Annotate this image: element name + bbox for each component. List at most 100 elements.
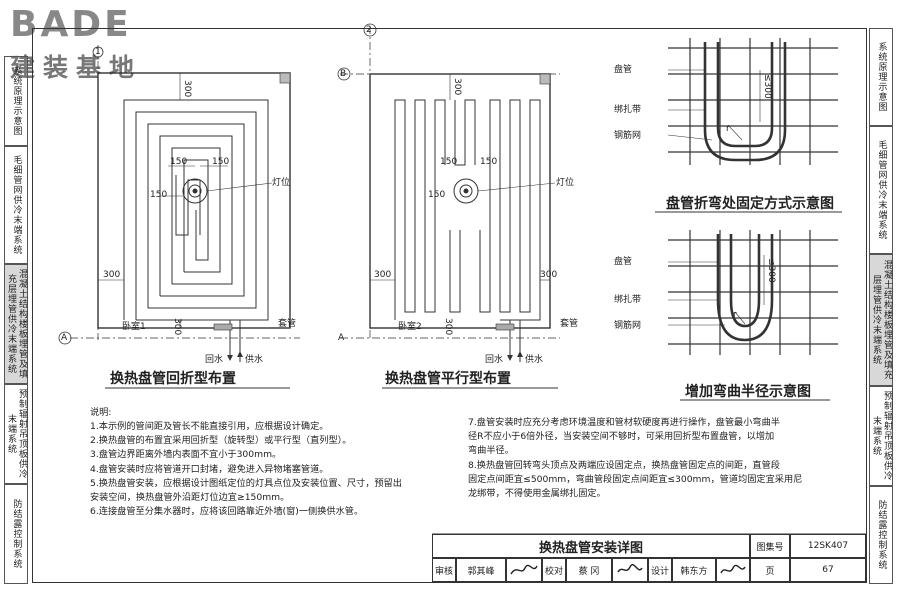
- axis-bubble-a: [58, 331, 72, 345]
- review-signature: [506, 558, 542, 582]
- dim-300-top: 300: [182, 80, 192, 98]
- dim-150-b: 150: [212, 157, 230, 167]
- sidebar-right: 系统原理示意图 毛细管网供冷末端系统 混凝土结构楼板埋管及填充层埋管供冷末端系统…: [869, 28, 895, 584]
- sidebar-right-item-ceiling[interactable]: 预制辐射吊顶板供冷末端系统: [869, 386, 893, 486]
- dim-300-bottom-2: 300: [443, 318, 453, 336]
- supply-label-2: 供水: [525, 355, 544, 365]
- notes-left: 1.本示例的管间距及管长不能直接引用，应根据设计确定。 2.换热盘管的布置宜采用…: [90, 420, 402, 519]
- design-name: 韩东方: [672, 558, 716, 582]
- axis-2-label: 2: [366, 25, 372, 35]
- note-line: 固定点间距宜≤500mm，弯曲管段固定点间距宜≤300mm，管道均固定宜采用尼: [468, 473, 803, 485]
- note-line: 3.盘管边界距离外墙内表面不宜小于300mm。: [90, 449, 282, 461]
- wall-column: [279, 72, 291, 84]
- note-line: 径R不应小于6倍外径，当安装空间不够时，可采用回折型布置盘管，以增加: [468, 431, 775, 443]
- logo: BADE 建装基地: [6, 4, 181, 82]
- fold-coil-label: 盘管: [614, 65, 633, 75]
- sidebar-right-item-dew[interactable]: 防结露控制系统: [869, 486, 893, 584]
- drawing-title: 换热盘管安装详图: [432, 534, 750, 558]
- detail-bend-radius: [668, 230, 838, 355]
- axis-a2-label: A: [338, 333, 345, 343]
- sidebar-left-item-capillary[interactable]: 毛细管网供冷末端系统: [4, 146, 28, 264]
- sidebar-right-item-capillary[interactable]: 毛细管网供冷末端系统: [869, 126, 893, 254]
- room-label-2: 卧室2: [398, 322, 422, 332]
- dim-150-c: 150: [150, 190, 168, 200]
- sidebar-left: 系统原理示意图 毛细管网供冷末端系统 混凝土结构楼板埋管及填充层埋管供冷末端系统…: [4, 28, 30, 584]
- sidebar-left-item-principle[interactable]: 系统原理示意图: [4, 56, 28, 146]
- notes-right: 7.盘管安装时应充分考虑环境温度和管材软硬度再进行操作，盘管最小弯曲半 径R不应…: [468, 416, 802, 501]
- sidebar-left-item-embedded[interactable]: 混凝土结构楼板埋管及填充层埋管供冷末端系统: [4, 264, 28, 384]
- coil-fold: [703, 42, 787, 162]
- sleeve-label: 套管: [278, 319, 297, 329]
- radius-tie-label: 绑扎带: [614, 295, 642, 305]
- title-parallel: 换热盘管平行型布置: [385, 371, 511, 387]
- check-signature: [612, 558, 648, 582]
- note-line: 龙绑带，不得使用金属绑扎固定。: [468, 488, 606, 500]
- fold-dim-label: ≤300: [762, 74, 772, 99]
- light-label: 灯位: [272, 178, 291, 188]
- note-line: 2.换热盘管的布置宜采用回折型（旋转型）或平行型（直列型）。: [90, 435, 352, 447]
- fold-r-label: r: [726, 124, 730, 134]
- design-label: 设计: [648, 558, 672, 582]
- check-label: 校对: [542, 558, 566, 582]
- note-line: 4.盘管安装时应将管道开口封堵，避免进入异物堵塞管道。: [90, 463, 329, 475]
- dim-300-bottom: 300: [172, 318, 182, 336]
- drawing-frame: [32, 28, 867, 583]
- dim-150-b-2: 150: [480, 157, 498, 167]
- check-name: 蔡 冈: [566, 558, 612, 582]
- dim-300-right-2: 300: [540, 270, 558, 280]
- axis-b-label: B: [340, 69, 347, 79]
- title-serpentine: 换热盘管回折型布置: [110, 371, 236, 387]
- light-label-2: 灯位: [556, 178, 575, 188]
- radius-r-label: r: [733, 310, 737, 320]
- sleeve: [213, 323, 233, 331]
- radius-mesh-label: 钢筋网: [614, 321, 642, 331]
- dim-300-left: 300: [103, 270, 121, 280]
- note-line: 1.本示例的管间距及管长不能直接引用，应根据设计确定。: [90, 421, 329, 432]
- atlas-number: 12SK407: [790, 534, 866, 558]
- note-line: 6.连接盘管至分集水器时，应将该回路靠近外墙(窗)一侧换供水管。: [90, 506, 364, 518]
- note-line: 5.换热盘管安装，应根据设计图纸定位的灯具点位及安装位置、尺寸，预留出: [90, 477, 402, 489]
- title-block: 换热盘管安装详图 图集号 12SK407 审核 郭其峰 校对 蔡 冈 设计 韩东…: [432, 534, 866, 582]
- radius-coil-label: 盘管: [614, 257, 633, 267]
- coil-serpentine: [123, 99, 269, 321]
- sleeve-label-2: 套管: [560, 319, 579, 329]
- review-label: 审核: [432, 558, 456, 582]
- dim-150-c-2: 150: [428, 190, 446, 200]
- return-label: 回水: [205, 355, 224, 365]
- plan-serpentine-return: [58, 45, 300, 362]
- dim-150-a: 150: [170, 157, 188, 167]
- axis-bubble-2: [363, 23, 377, 37]
- axis-bubble-1: [92, 46, 104, 58]
- design-signature: [716, 558, 750, 582]
- notes-heading: 说明:: [90, 407, 112, 418]
- supply-label: 供水: [245, 355, 264, 365]
- sidebar-right-item-embedded[interactable]: 混凝土结构楼板埋管及填充层埋管供冷末端系统: [869, 254, 893, 386]
- return-label-2: 回水: [485, 355, 504, 365]
- logo-subtitle: 建装基地: [10, 53, 143, 82]
- review-name: 郭其峰: [456, 558, 506, 582]
- room-wall: [97, 72, 291, 329]
- dim-300-top-2: 300: [452, 78, 462, 96]
- title-fold-fixing: 盘管折弯处固定方式示意图: [666, 196, 834, 212]
- coil-parallel: [394, 99, 541, 321]
- sidebar-right-item-principle[interactable]: 系统原理示意图: [869, 28, 893, 126]
- axis-bubble-b: [337, 67, 351, 81]
- note-line: 7.盘管安装时应充分考虑环境温度和管材软硬度再进行操作，盘管最小弯曲半: [468, 417, 780, 428]
- radius-dim-label: ≤300: [766, 258, 776, 283]
- page-number: 67: [790, 558, 866, 582]
- page-label: 页: [750, 558, 790, 582]
- note-line: 安装空间，换热盘管外沿距灯位边宜≥150mm。: [90, 492, 290, 504]
- sidebar-left-item-ceiling[interactable]: 预制辐射吊顶板供冷末端系统: [4, 384, 28, 484]
- plan-parallel: [337, 23, 560, 362]
- dim-300-left-2: 300: [374, 270, 392, 280]
- room-wall-2: [369, 73, 551, 329]
- atlas-label: 图集号: [750, 534, 790, 558]
- fold-mesh-label: 钢筋网: [614, 131, 642, 141]
- logo-brand: BADE: [10, 4, 132, 45]
- title-bend-radius: 增加弯曲半径示意图: [685, 384, 811, 400]
- dim-150-a-2: 150: [440, 157, 458, 167]
- detail-fold-fixing: [667, 38, 838, 165]
- axis-1-label: 1: [95, 47, 101, 57]
- sidebar-left-item-dew[interactable]: 防结露控制系统: [4, 484, 28, 584]
